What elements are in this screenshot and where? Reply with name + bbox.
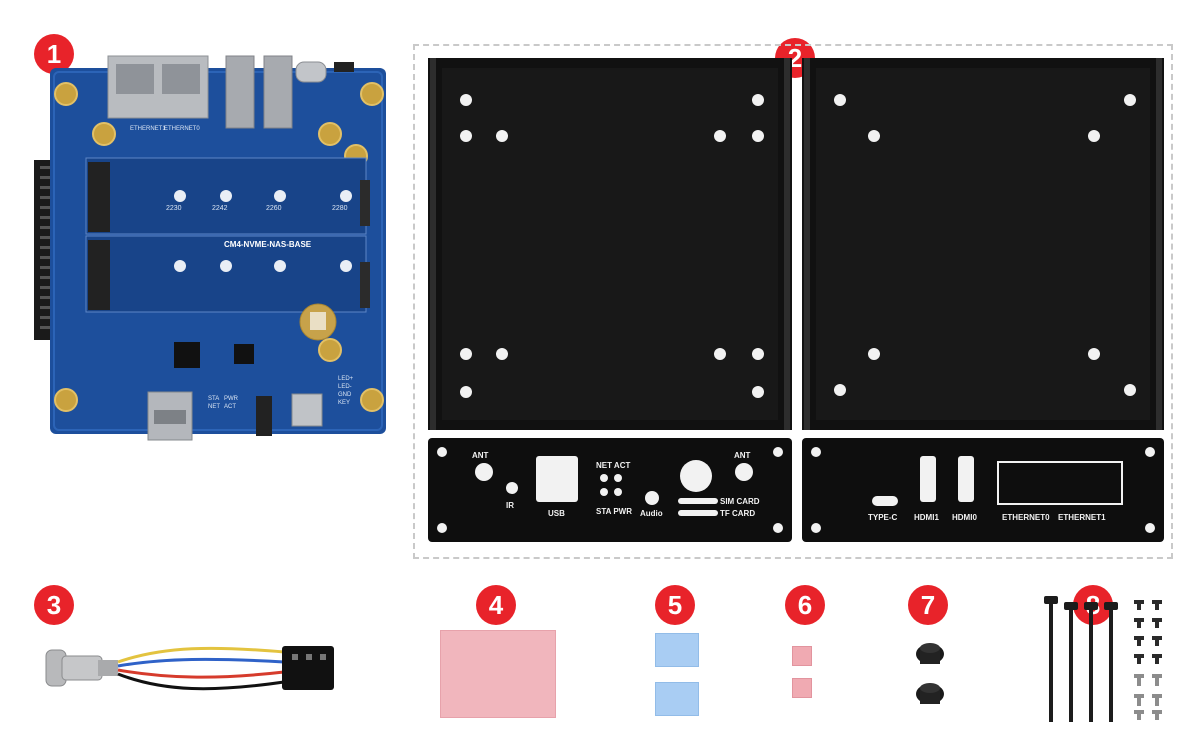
thermal-pad-small [792,678,812,698]
thermal-pad-blue [655,633,699,667]
thermal-pad-small [792,646,812,666]
item-number-badge: 6 [785,585,825,625]
ssd-size-label: 2230 [166,205,182,212]
rear-panel-label: ETHERNET0 [1002,513,1050,522]
rear-panel-label: HDMI1 [914,513,939,522]
item-number-badge: 5 [655,585,695,625]
ethernet-label: ETHERNET1 [130,126,166,132]
board-model-label: CM4-NVME-NAS-BASE [224,240,312,249]
front-panel-label: Audio [640,509,663,518]
rubber-grommets [916,643,944,704]
front-panel-label: NET ACT [596,461,630,470]
screw-set [1044,596,1162,722]
front-panel-label: SIM CARD [720,497,760,506]
board-pin-label: KEY [338,400,350,406]
item-number-badge: 7 [908,585,948,625]
board-pin-label: LED- [338,384,352,390]
rear-panel: TYPE-C HDMI1 HDMI0 ETHERNET0 ETHERNET1 [802,438,1164,542]
case-parts-frame [413,44,1173,559]
item-number-badge: 3 [34,585,74,625]
case-shell-right [802,58,1164,430]
front-panel: ANT IR USB NET ACT STA PWR Audio ANT SIM… [428,438,792,542]
rear-panel-label: HDMI0 [952,513,977,522]
case-shell-left [428,58,792,430]
front-panel-label: STA PWR [596,507,632,516]
front-panel-label: ANT [734,451,751,460]
ssd-size-label: 2280 [332,205,348,212]
ssd-size-label: 2260 [266,205,282,212]
rear-panel-label: ETHERNET1 [1058,513,1106,522]
item-number-badge: 1 [34,34,74,74]
board-pin-label: GND [338,392,352,398]
board-led-label: ACT [224,404,236,410]
rear-panel-label: TYPE-C [868,513,898,522]
power-button-cable [45,646,334,691]
thermal-pad-large [440,630,556,718]
front-panel-label: IR [506,501,514,510]
board-led-label: PWR [224,396,239,402]
front-panel-label: ANT [472,451,489,460]
item-number-badge: 4 [476,585,516,625]
ssd-size-label: 2242 [212,205,228,212]
board-led-label: STA [208,396,219,402]
board-pin-label: LED+ [338,376,354,382]
ethernet-label: ETHERNET0 [164,126,200,132]
thermal-pad-blue [655,682,699,716]
board-led-label: NET [208,404,220,410]
nas-base-board: 2230 2242 2260 2280 CM4-NVME-NAS-BASE ET… [34,55,386,441]
front-panel-label: USB [548,509,565,518]
front-panel-label: TF CARD [720,509,755,518]
